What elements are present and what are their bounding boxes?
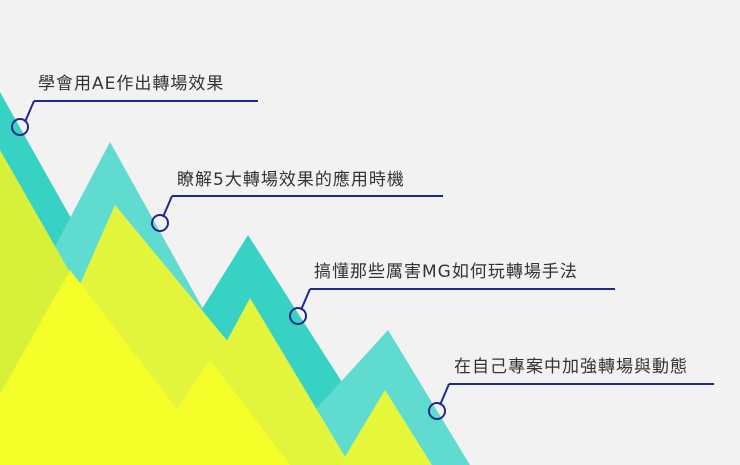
callout-connector-4 — [439, 383, 450, 406]
callout-connector-1 — [24, 100, 35, 123]
callout-connector-3 — [300, 288, 311, 311]
callout-text-4: 在自己專案中加強轉場與動態 — [454, 357, 688, 377]
callout-connector-2 — [162, 195, 173, 218]
callout-text-3: 搞懂那些厲害MG如何玩轉場手法 — [314, 262, 578, 282]
lime-peak-3 — [340, 390, 432, 465]
callout-marker-2 — [151, 214, 169, 232]
callout-text-1: 學會用AE作出轉場效果 — [38, 74, 225, 94]
yellow-peak-front-2 — [140, 360, 290, 465]
callout-marker-1 — [11, 118, 29, 136]
callout-marker-3 — [289, 307, 307, 325]
callout-marker-4 — [428, 402, 446, 420]
yellow-peak-front-1 — [0, 270, 220, 465]
callout-text-2: 瞭解5大轉場效果的應用時機 — [177, 170, 405, 190]
